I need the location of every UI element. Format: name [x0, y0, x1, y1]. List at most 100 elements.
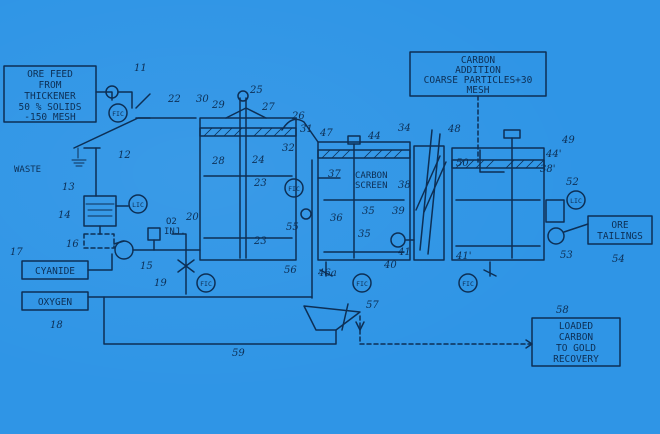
- ref-37: 37: [328, 169, 341, 180]
- ref-58: 58: [556, 305, 569, 316]
- cyanide-label: CYANIDE: [35, 266, 75, 277]
- ref-44p: 44': [545, 149, 561, 160]
- loaded-carbon-line-3: TO GOLD: [556, 343, 596, 354]
- loaded-carbon-line-4: RECOVERY: [553, 354, 599, 365]
- ref-41p: 41': [455, 251, 471, 262]
- fic-label-46a: FIC: [356, 280, 368, 288]
- ref-15: 15: [140, 261, 153, 272]
- pump-15: [114, 240, 134, 260]
- ore-feed-box: ORE FEED FROM THICKENER 50 % SOLIDS -150…: [3, 65, 97, 123]
- ref-11: 11: [134, 63, 147, 74]
- adsorption-tank-49: LIC FIC: [451, 129, 589, 293]
- fic-controller-o2: [196, 273, 216, 293]
- leach-tank-22: [199, 90, 297, 261]
- ref-55: 55: [286, 222, 299, 233]
- ore-feed-line-5: -150 MESH: [24, 112, 76, 123]
- ore-tailings-box: ORE TAILINGS: [587, 215, 653, 245]
- fic-controller-41p: [458, 273, 478, 293]
- ref-34: 34: [398, 123, 411, 134]
- fic-label-41p: FIC: [462, 280, 474, 288]
- carbon-screen-line-2: SCREEN: [355, 181, 388, 191]
- ref-40: 40: [383, 260, 397, 271]
- valve-16: [83, 233, 115, 249]
- carbon-screen-line-1: CARBON: [355, 171, 388, 181]
- loaded-carbon-line-1: LOADED: [559, 321, 594, 332]
- oxygen-box: OXYGEN: [21, 291, 313, 311]
- carbon-addition-line-3: COARSE PARTICLES+30: [424, 75, 533, 86]
- ref-46a: 46a: [317, 268, 337, 279]
- ore-feed-line-4: 50 % SOLIDS: [19, 102, 82, 113]
- ref-52: 52: [566, 177, 579, 188]
- ore-feed-line-2: FROM: [39, 80, 62, 91]
- waste-label: WASTE: [14, 165, 41, 175]
- ref-39: 39: [392, 206, 405, 217]
- ref-12: 12: [118, 150, 131, 161]
- loaded-carbon-line-2: CARBON: [559, 332, 594, 343]
- fc-meter-feed: [108, 103, 128, 123]
- ref-14: 14: [58, 210, 71, 221]
- loaded-carbon-box: LOADED CARBON TO GOLD RECOVERY: [531, 317, 621, 367]
- lic-label-14: LIC: [132, 201, 144, 209]
- ref-26: 26: [291, 111, 305, 122]
- ref-23a: 23: [253, 178, 267, 189]
- fic-label-o2: FIC: [200, 280, 212, 288]
- inj-label: INJ.: [164, 227, 186, 237]
- agitator-motor-25: [237, 90, 249, 102]
- fic-controller-32: [284, 178, 304, 198]
- ref-48: 48: [447, 124, 461, 135]
- ref-13: 13: [62, 182, 75, 193]
- ref-38p: 38': [540, 164, 555, 175]
- feed-line: FIC: [71, 85, 197, 197]
- intermediate-tank: [413, 129, 447, 261]
- o2-label: O2: [166, 217, 177, 227]
- ore-feed-line-3: THICKENER: [24, 91, 76, 102]
- ref-31: 31: [300, 124, 313, 135]
- ref-20: 20: [185, 212, 199, 223]
- fic-label-32: FIC: [288, 185, 300, 193]
- lic-controller-14: [128, 194, 148, 214]
- ref-29: 29: [211, 100, 225, 111]
- ref-18: 18: [50, 320, 63, 331]
- overflow-pipe-26: [281, 118, 319, 143]
- ref-22: 22: [167, 94, 181, 105]
- ref-50: 50: [456, 158, 469, 169]
- carbon-addition-line-4: MESH: [467, 85, 490, 96]
- ref-35b: 35: [358, 229, 371, 240]
- ref-53: 53: [560, 250, 573, 261]
- fc-meter-label: FIC: [112, 110, 124, 118]
- lic-label-52: LIC: [570, 197, 582, 205]
- level-tank-52: [545, 199, 565, 223]
- cyanide-box: CYANIDE: [21, 253, 113, 280]
- pump-40: [390, 232, 406, 248]
- ref-32: 32: [282, 143, 295, 154]
- ref-19: 19: [154, 278, 167, 289]
- ref-47: 47: [319, 128, 333, 139]
- oxygen-label: OXYGEN: [38, 297, 73, 308]
- carbon-addition-box: CARBON ADDITION COARSE PARTICLES+30 MESH: [409, 51, 547, 163]
- ref-35a: 35: [362, 206, 375, 217]
- ref-23b: 23: [253, 236, 267, 247]
- valve-55: [300, 208, 312, 220]
- pump-53: [547, 227, 565, 245]
- ref-49: 49: [561, 135, 575, 146]
- ref-16: 16: [66, 239, 79, 250]
- ore-feed-line-1: ORE FEED: [27, 69, 73, 80]
- adsorption-tank-34: FIC FIC: [284, 135, 415, 299]
- ref-24: 24: [251, 155, 265, 166]
- ref-56: 56: [284, 265, 297, 276]
- carbon-addition-line-2: ADDITION: [455, 65, 501, 76]
- ref-27: 27: [261, 102, 275, 113]
- ore-tailings-line-2: TAILINGS: [597, 231, 643, 242]
- ref-30: 30: [196, 94, 209, 105]
- ref-25: 25: [249, 85, 263, 96]
- conditioning-tank-14: LIC: [83, 194, 201, 260]
- oxygen-injection: FIC: [147, 227, 216, 295]
- carbon-addition-line-1: CARBON: [461, 55, 496, 66]
- ref-57: 57: [366, 300, 379, 311]
- ref-36: 36: [330, 213, 343, 224]
- ref-17: 17: [10, 247, 23, 258]
- ref-38: 38: [398, 180, 411, 191]
- ref-54: 54: [612, 254, 625, 265]
